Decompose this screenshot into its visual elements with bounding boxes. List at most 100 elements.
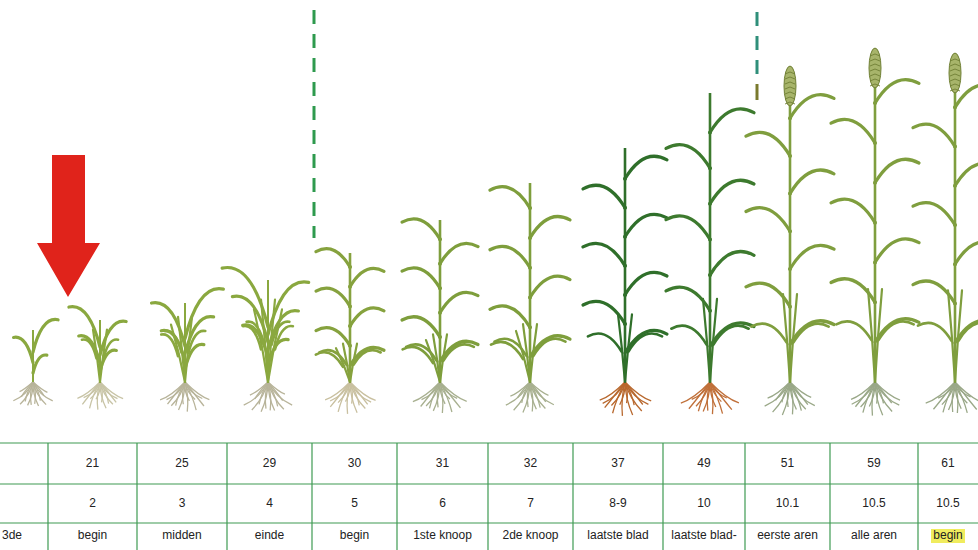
table-cell: 8-9 <box>573 485 663 522</box>
table-rule <box>572 443 573 550</box>
table-cell: 7 <box>488 485 573 522</box>
stage-code: 37 <box>609 457 626 470</box>
table-cell: 10.5 <box>830 485 918 522</box>
leaf <box>875 239 919 263</box>
grain <box>950 84 960 86</box>
leaf <box>316 352 343 367</box>
table-rule <box>396 443 397 550</box>
stage-code: 51 <box>779 457 796 470</box>
table-rule <box>487 443 488 550</box>
table-rule <box>744 443 745 550</box>
table-cell: 59 <box>830 444 918 483</box>
table-cell: einde <box>227 524 312 548</box>
stem-node <box>348 285 352 289</box>
stem-node <box>623 322 627 326</box>
grain <box>950 69 960 71</box>
leaf <box>350 268 384 286</box>
leaf <box>402 268 440 288</box>
stage-code: 29 <box>261 457 278 470</box>
stage-name: begin <box>76 529 109 542</box>
leaf <box>751 324 786 343</box>
stage-name: 1ste knoop <box>411 529 474 542</box>
grain <box>870 64 880 66</box>
cereal-plant <box>831 48 919 416</box>
stem-node <box>953 184 957 188</box>
root <box>338 382 350 412</box>
cereal-plant <box>746 66 834 415</box>
table-cell: 49 <box>663 444 745 483</box>
leaf <box>918 323 952 341</box>
leaf <box>33 355 47 373</box>
grain <box>870 59 880 61</box>
stem-node <box>788 305 792 309</box>
stem-node <box>438 237 442 241</box>
table-cell: eerste aren <box>745 524 830 548</box>
leaf <box>710 323 754 347</box>
root <box>622 382 625 416</box>
stem-node <box>623 235 627 239</box>
grain <box>950 64 960 66</box>
dashed-marker <box>756 12 759 78</box>
stage-code: 61 <box>939 457 956 470</box>
grain <box>785 102 795 104</box>
grain <box>870 74 880 76</box>
root <box>171 382 185 406</box>
root <box>252 382 268 410</box>
root <box>782 382 790 415</box>
leaf <box>836 321 871 340</box>
leaf <box>490 187 530 208</box>
stem-node <box>708 166 712 170</box>
grain <box>785 72 795 74</box>
root <box>179 382 185 410</box>
leaf <box>350 347 384 365</box>
table-cell: 32 <box>488 444 573 483</box>
root <box>875 382 899 405</box>
table-cell: 1ste knoop <box>397 524 488 548</box>
table-cell: laatste blad- <box>663 524 745 548</box>
stem-node <box>788 267 792 271</box>
stem-node <box>788 229 792 233</box>
leaf <box>530 336 570 357</box>
stage-code: 25 <box>173 457 190 470</box>
stem-node <box>708 237 712 241</box>
cereal-plant <box>222 267 309 411</box>
stage-name: laatste blad <box>585 529 650 542</box>
stem-node <box>873 221 877 225</box>
stem-node <box>348 324 352 328</box>
grain <box>870 54 880 56</box>
stage-code: 31 <box>434 457 451 470</box>
stem-node <box>708 202 712 206</box>
cereal-plant <box>666 93 754 414</box>
stage-code: 32 <box>522 457 539 470</box>
leaf <box>316 288 350 306</box>
leaf <box>790 321 834 345</box>
table-cell: 25 <box>137 444 227 483</box>
table-cell: 21 <box>48 444 137 483</box>
leaf <box>955 163 978 186</box>
stem-node <box>953 223 957 227</box>
cereal-plant <box>151 289 223 412</box>
table-cell: begin <box>48 524 137 548</box>
stem-node <box>528 296 532 300</box>
leaf <box>625 156 667 179</box>
table-cell: 6 <box>397 485 488 522</box>
table-rule <box>226 443 227 550</box>
table-grid <box>0 443 978 550</box>
root <box>613 382 625 413</box>
table-cell: 4 <box>227 485 312 522</box>
leaf <box>316 328 350 346</box>
leaf <box>402 317 440 337</box>
stage-name: midden <box>160 529 203 542</box>
stem-node <box>873 181 877 185</box>
root <box>698 382 710 411</box>
stage-name: alle aren <box>849 529 899 542</box>
stem-node <box>348 265 352 269</box>
table-rule <box>0 442 978 443</box>
cereal-plant <box>402 219 478 413</box>
table-cell: 61 <box>918 444 978 483</box>
root <box>625 382 651 401</box>
stage-name: laatste blad- <box>669 529 738 542</box>
root <box>703 382 710 411</box>
stem-node <box>953 302 957 306</box>
